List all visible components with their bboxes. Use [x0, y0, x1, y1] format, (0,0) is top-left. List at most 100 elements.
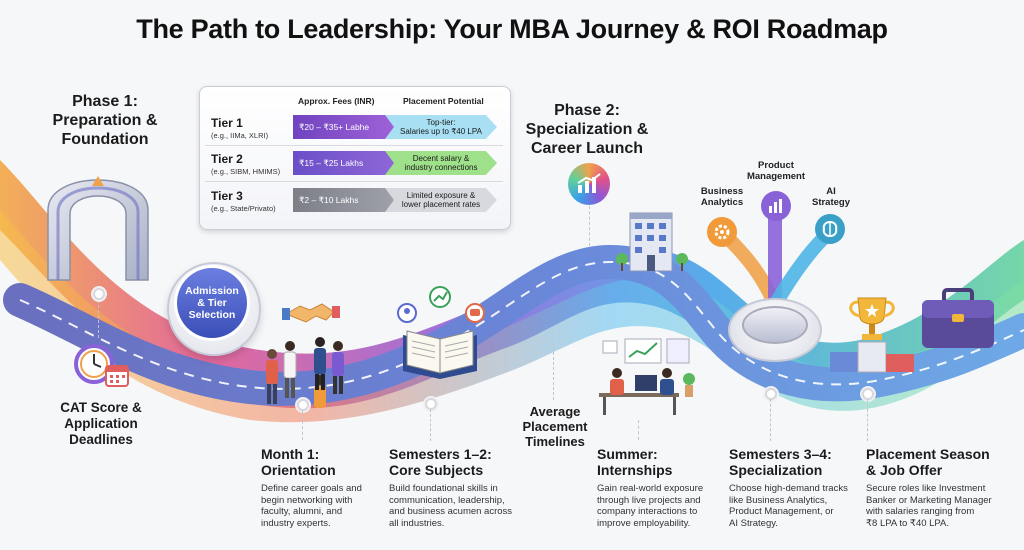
- tier3-potential-l1: Limited exposure &: [406, 191, 476, 200]
- pin: [297, 399, 309, 411]
- tier2-name: Tier 2: [211, 152, 243, 166]
- tier1-fees: ₹20 – ₹35+ Labhe: [299, 121, 370, 132]
- admission-line2: & Tier: [197, 297, 227, 309]
- step-orientation: Month 1: Orientation Define career goals…: [261, 446, 381, 529]
- spec-ba-l1: Business: [700, 186, 744, 197]
- podium-top: [742, 306, 808, 344]
- spec-pm-l2: Management: [746, 171, 806, 182]
- step-title-l2: Orientation: [261, 462, 336, 478]
- step-title-l1: Semesters 1–2:: [389, 446, 492, 462]
- tier1-fees-bar: ₹20 – ₹35+ Labhe: [293, 115, 399, 139]
- step-desc-line: communication, leadership,: [389, 494, 505, 506]
- step-title-l2: Specialization: [729, 462, 823, 478]
- cat-line3: Deadlines: [69, 432, 133, 447]
- tier3-examples: (e.g., State/Privato): [211, 204, 276, 213]
- avg-line3: Timelines: [525, 434, 585, 449]
- tier1-potential-bar: Top-tier:Salaries up to ₹40 LPA: [385, 115, 497, 139]
- pin: [862, 388, 874, 400]
- avg-timelines-label: Average Placement Timelines: [510, 404, 600, 449]
- tier2-examples: (e.g., SIBM, HMIMS): [211, 167, 281, 176]
- internship-desk-icon: [599, 338, 695, 415]
- avg-line1: Average: [529, 404, 581, 419]
- tier3-potential-l2: lower placement rates: [401, 200, 481, 209]
- pin: [93, 288, 105, 300]
- step-desc-line: ₹8 LPA to ₹40 LPA.: [866, 517, 950, 529]
- trophy-podium-icon: [830, 297, 914, 373]
- step-desc-line: all industries.: [389, 517, 445, 529]
- spec-ba-l2: Analytics: [700, 197, 744, 208]
- step-title-l1: Month 1:: [261, 446, 320, 462]
- step-desc-line: through live projects and: [597, 494, 701, 506]
- ai-brain-icon: [815, 214, 845, 244]
- step-core-subjects: Semesters 1–2: Core Subjects Build found…: [389, 446, 524, 529]
- open-book-icon: [397, 286, 485, 379]
- step-desc-line: begin networking with: [261, 494, 353, 506]
- step-desc-line: company interactions to: [597, 506, 698, 517]
- step-desc-line: Gain real-world exposure: [597, 483, 704, 494]
- step-desc-line: Secure roles like Investment: [866, 483, 986, 494]
- step-title-l1: Summer:: [597, 446, 658, 462]
- tier3-potential-bar: Limited exposure &lower placement rates: [385, 188, 497, 212]
- admission-line3: Selection: [188, 309, 236, 321]
- step-title-l2: Core Subjects: [389, 462, 484, 478]
- admission-badge[interactable]: Admission & Tier Selection: [177, 268, 247, 338]
- pin: [425, 398, 437, 410]
- tier3-fees-bar: ₹2 – ₹10 Lakhs: [293, 188, 399, 212]
- people-group-icon: [266, 303, 344, 408]
- bar-chart-icon: [761, 191, 791, 221]
- connector: [867, 399, 868, 441]
- phase2-line3: Career Launch: [530, 140, 644, 157]
- spec-pm-l1: Product: [758, 160, 794, 171]
- spec-ai-l2: Strategy: [811, 197, 850, 208]
- phase1-heading: Phase 1: Preparation & Foundation: [40, 92, 170, 149]
- phase1-line1: Phase 1:: [72, 93, 138, 110]
- connector: [589, 206, 590, 246]
- tier1-examples: (e.g., IIMa, XLRI): [211, 131, 269, 140]
- cat-line1: CAT Score &: [60, 400, 142, 415]
- step-desc-line: with salaries ranging from: [866, 506, 975, 517]
- step-internships: Summer: Internships Gain real-world expo…: [597, 446, 722, 529]
- step-desc-line: Banker or Marketing Manager: [866, 494, 992, 506]
- avg-line2: Placement: [522, 419, 588, 434]
- step-title-l1: Semesters 3–4:: [729, 446, 832, 462]
- connector: [638, 420, 639, 440]
- tier2-potential-bar: Decent salary &industry connections: [385, 151, 497, 175]
- tier3-fees: ₹2 – ₹10 Lakhs: [299, 194, 359, 205]
- tier2-potential-l2: industry connections: [404, 163, 478, 172]
- briefcase-icon: [922, 288, 994, 348]
- step-desc-line: AI Strategy.: [729, 517, 778, 529]
- spec-business-analytics: Business Analytics: [693, 186, 751, 208]
- step-desc-line: Choose high-demand tracks: [729, 483, 848, 494]
- connector: [98, 290, 99, 338]
- admission-line1: Admission: [185, 285, 239, 297]
- tier-header-potential: Placement Potential: [403, 96, 484, 106]
- tier2-potential-l1: Decent salary &: [412, 154, 470, 163]
- step-placement: Placement Season & Job Offer Secure role…: [866, 446, 1016, 529]
- arch-gate-icon: [47, 176, 149, 281]
- phase2-line2: Specialization &: [525, 121, 649, 138]
- connector: [430, 409, 431, 441]
- cat-line2: Application: [64, 416, 138, 431]
- phase2-line1: Phase 2:: [554, 102, 620, 119]
- phase1-line2: Preparation &: [52, 112, 158, 129]
- tier-header-fees: Approx. Fees (INR): [298, 96, 375, 106]
- step-desc-line: Build foundational skills in: [389, 483, 498, 494]
- connector: [302, 410, 303, 440]
- tier1-potential-l1: Top-tier:: [426, 118, 456, 127]
- step-desc-line: and business acumen across: [389, 506, 513, 517]
- tier1-name: Tier 1: [211, 116, 243, 130]
- tier-divider: [205, 181, 503, 182]
- phase1-line3: Foundation: [61, 131, 149, 148]
- step-desc-line: improve employability.: [597, 517, 691, 529]
- spec-ai-strategy: AI Strategy: [808, 186, 854, 208]
- clock-calendar-icon: [74, 344, 129, 387]
- cat-label: CAT Score & Application Deadlines: [46, 400, 156, 448]
- tier1-potential-l2: Salaries up to ₹40 LPA: [400, 127, 482, 136]
- tier-divider: [205, 145, 503, 146]
- step-desc-line: industry experts.: [261, 517, 331, 529]
- spec-product-management: Product Management: [740, 160, 812, 182]
- office-building-icon: [616, 212, 688, 272]
- step-desc-line: Define career goals and: [261, 483, 362, 494]
- connector: [770, 399, 771, 441]
- step-title-l1: Placement Season: [866, 446, 990, 462]
